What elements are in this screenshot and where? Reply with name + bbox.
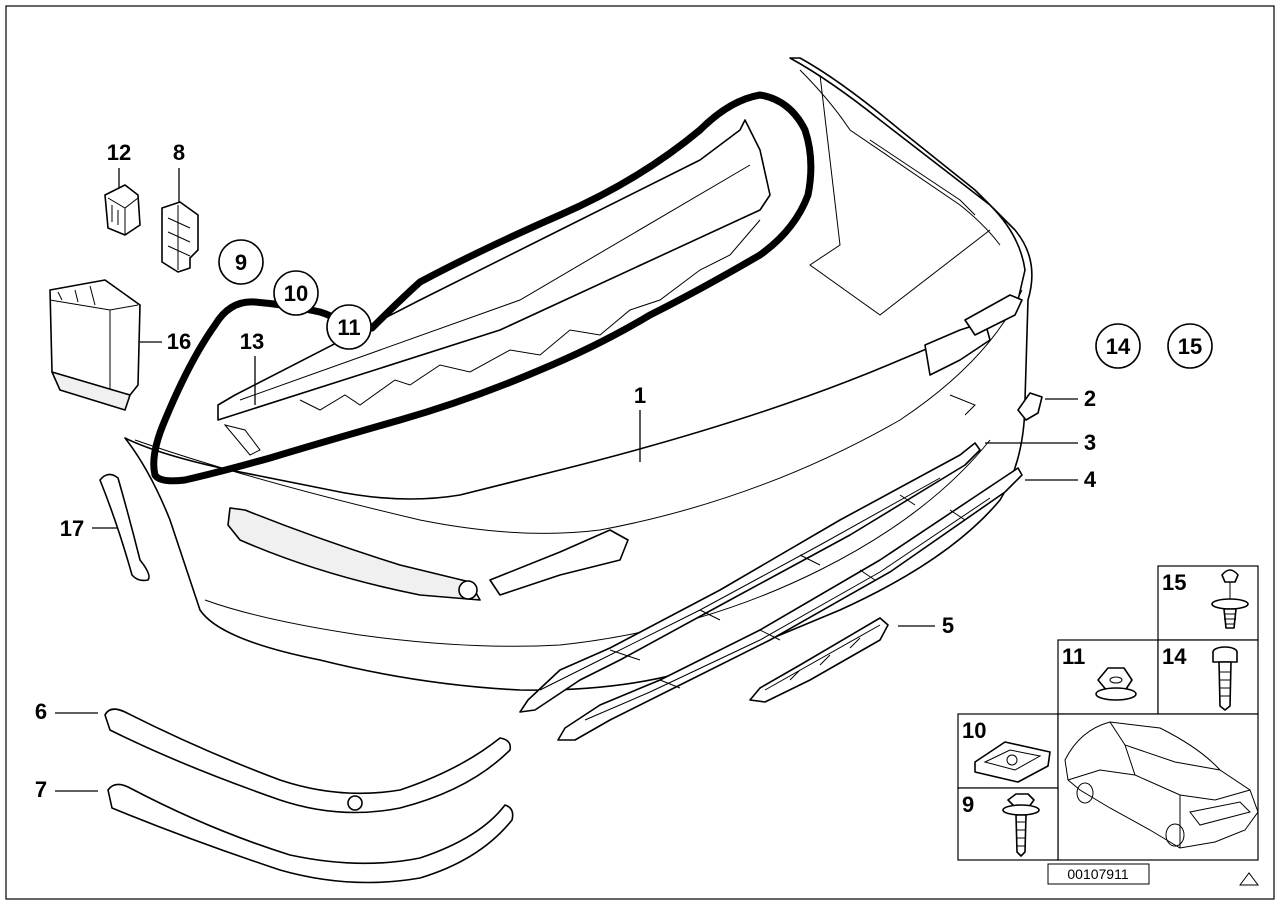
- svg-text:9: 9: [962, 792, 974, 817]
- callout-4: 4: [1084, 467, 1097, 492]
- callout-2: 2: [1084, 386, 1096, 411]
- svg-text:15: 15: [1162, 570, 1186, 595]
- inset-cell-10[interactable]: 10: [962, 718, 1051, 783]
- ref-circle-9: 9: [218, 239, 264, 285]
- inset-cell-11[interactable]: 11: [1062, 644, 1137, 701]
- inset-cell-14[interactable]: 14: [1162, 644, 1238, 711]
- inset-cell-15[interactable]: 15: [1162, 569, 1249, 629]
- ref-circle-14: 14: [1095, 323, 1141, 369]
- rear-bumper-cover[interactable]: [124, 57, 1033, 691]
- callout-5: 5: [942, 613, 954, 638]
- ref-circle-15: 15: [1167, 323, 1213, 369]
- svg-text:14: 14: [1162, 644, 1187, 669]
- svg-text:15: 15: [1178, 334, 1202, 359]
- diagram-frame: [5, 5, 1275, 900]
- strip-part-5[interactable]: [749, 617, 889, 703]
- callout-1: 1: [634, 383, 646, 408]
- vehicle-locator-sketch: [1064, 721, 1259, 849]
- svg-text:11: 11: [1062, 644, 1085, 669]
- fastener-inset: [957, 565, 1259, 861]
- svg-text:00107911: 00107911: [1067, 866, 1128, 882]
- svg-text:9: 9: [235, 250, 247, 275]
- svg-text:10: 10: [284, 281, 308, 306]
- ref-circle-10: 10: [273, 270, 319, 316]
- bracket-part-8[interactable]: [161, 201, 199, 273]
- lower-trim-part-6[interactable]: [104, 708, 512, 814]
- callout-17: 17: [60, 516, 84, 541]
- trim-strip-part-17[interactable]: [99, 473, 150, 582]
- callout-8: 8: [173, 140, 185, 165]
- svg-text:14: 14: [1106, 334, 1131, 359]
- callout-3: 3: [1084, 430, 1096, 455]
- highlight-marker-loop: [150, 91, 815, 485]
- callout-16: 16: [167, 329, 191, 354]
- lower-trim-part-7[interactable]: [107, 783, 514, 884]
- svg-text:10: 10: [962, 718, 986, 743]
- pad-part-16[interactable]: [49, 279, 141, 411]
- ref-circle-11: 11: [326, 304, 372, 350]
- warning-triangle-icon: [1239, 872, 1259, 886]
- svg-text:11: 11: [337, 315, 360, 340]
- callout-12: 12: [107, 140, 131, 165]
- callout-13: 13: [240, 329, 264, 354]
- inset-cell-9[interactable]: 9: [962, 792, 1040, 857]
- guide-rail-part-3[interactable]: [519, 442, 981, 713]
- clip-part-12[interactable]: [104, 184, 141, 236]
- cap-part-2[interactable]: [1017, 392, 1043, 421]
- callout-7: 7: [35, 777, 47, 802]
- callout-6: 6: [35, 699, 47, 724]
- guide-rail-part-4[interactable]: [557, 467, 1023, 741]
- drawing-number: 00107911: [1047, 863, 1150, 885]
